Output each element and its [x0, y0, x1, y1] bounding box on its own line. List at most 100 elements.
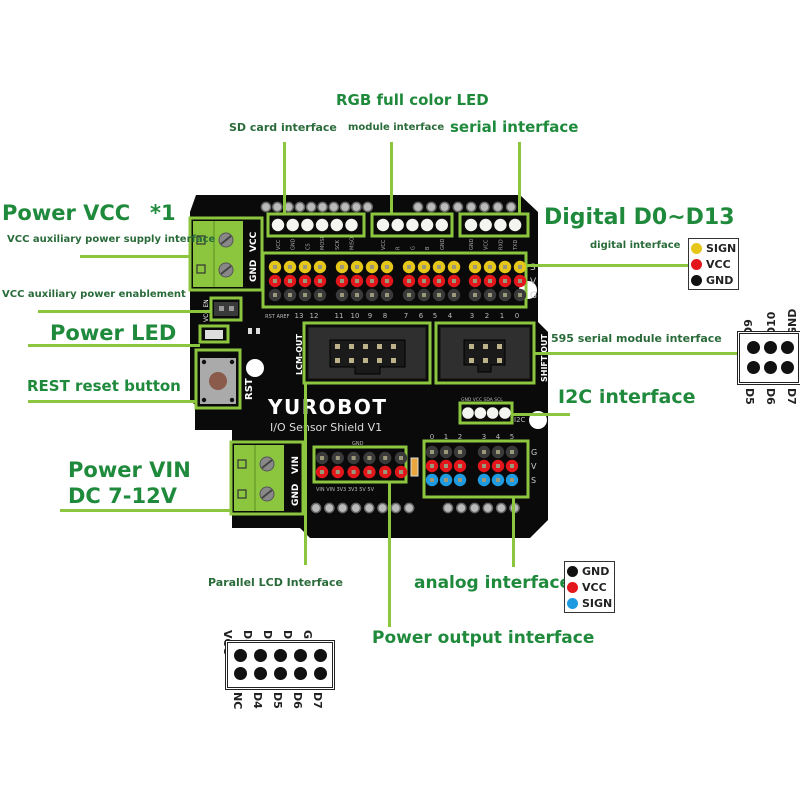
pad — [425, 201, 437, 213]
pad — [260, 201, 272, 213]
pin-square — [351, 470, 356, 474]
pad — [390, 502, 402, 514]
header-pin — [349, 358, 354, 363]
pin-square — [385, 279, 389, 283]
top-pad-row — [260, 201, 517, 213]
reset-button — [209, 372, 227, 390]
pin-square — [318, 279, 322, 283]
gnd-dot-icon — [691, 274, 702, 286]
pin-square — [518, 293, 522, 297]
header-pin — [462, 407, 474, 419]
pin-square — [482, 450, 486, 454]
callout-i2c: I2C interface — [558, 386, 696, 408]
pad — [323, 502, 335, 514]
leader-line — [518, 142, 521, 214]
legend-item: SIGN — [691, 240, 736, 256]
callout-shift-595: 595 serial module interface — [551, 332, 722, 345]
pin-label: VCC — [381, 239, 387, 250]
header-pin — [494, 218, 507, 232]
pad — [294, 201, 306, 213]
rgb-header-frame — [370, 212, 454, 238]
power-led — [205, 330, 223, 339]
pin-label: D6 — [764, 388, 777, 405]
svg-text:YUROBOT: YUROBOT — [267, 395, 388, 419]
pin-square — [473, 279, 477, 283]
pin-square — [273, 279, 277, 283]
sd-header-frame — [266, 212, 366, 238]
svg-text:I/O Sensor Shield V1: I/O Sensor Shield V1 — [270, 421, 382, 434]
pin-square — [407, 279, 411, 283]
pad — [403, 502, 415, 514]
pad — [495, 502, 507, 514]
pin-square — [518, 279, 522, 283]
pin-square — [351, 456, 356, 460]
pin-square — [340, 293, 344, 297]
pin-label: MISO — [350, 237, 356, 250]
callout-power-led: Power LED — [50, 321, 177, 345]
pin-square — [488, 279, 492, 283]
pin-label: GND — [440, 238, 446, 250]
svg-text:GND: GND — [352, 441, 364, 447]
pin-number: 11 — [335, 312, 344, 320]
pin-number: 9 — [368, 312, 372, 320]
pin-square — [503, 279, 507, 283]
header-pin — [464, 218, 478, 232]
pin-square — [488, 293, 492, 297]
header-pin — [435, 218, 448, 232]
pin-square — [482, 478, 486, 482]
callout-digital-sub: digital interface — [590, 240, 681, 251]
header-pin — [486, 407, 499, 419]
pin-square — [288, 279, 292, 283]
pin-square — [340, 279, 344, 283]
pad — [362, 201, 374, 213]
pad — [412, 201, 424, 213]
svg-text:LCM-OUT: LCM-OUT — [295, 333, 304, 375]
svg-text:SHIFT OUT: SHIFT OUT — [540, 334, 549, 382]
svg-text:VIN VIN 3V3 3V3 5V 5V: VIN VIN 3V3 3V3 5V 5V — [316, 487, 375, 493]
pin-square — [473, 293, 477, 297]
pin-square — [340, 265, 344, 269]
pin-square — [385, 293, 389, 297]
pin-square — [355, 265, 359, 269]
shift-connector-box — [737, 331, 800, 385]
callout-power-vin-dc: DC 7-12V — [68, 484, 177, 508]
pin-square — [367, 470, 372, 474]
pin-square — [452, 293, 456, 297]
pad — [469, 502, 480, 514]
leader-line — [526, 264, 688, 267]
pin-label: CS — [305, 243, 311, 250]
header-pin — [508, 218, 522, 232]
legend-label: GND — [706, 273, 734, 287]
header-pin — [335, 358, 340, 363]
pin-label: R — [396, 246, 402, 250]
pin-square — [288, 293, 292, 297]
pad — [363, 502, 375, 514]
callout-power-output: Power output interface — [372, 628, 595, 648]
pin-number: 2 — [485, 312, 489, 320]
header-pin — [483, 358, 488, 363]
svg-text:I2C: I2C — [514, 416, 526, 424]
callout-vcc-aux-supply: VCC auxiliary power supply interface — [7, 234, 216, 245]
leader-line — [28, 400, 196, 403]
callout-reset-button: REST reset button — [27, 377, 181, 395]
power-output-frame — [312, 445, 408, 484]
pad — [505, 201, 517, 213]
pin-label: D5 — [743, 388, 756, 405]
pin-number: 6 — [419, 312, 424, 320]
header-pin — [391, 344, 396, 349]
callout-power-vcc-note: *1 — [150, 201, 176, 225]
leader-line — [304, 383, 307, 565]
vin-terminal-frame — [229, 440, 305, 516]
pin-square — [273, 293, 277, 297]
legend-label: VCC — [582, 580, 607, 594]
pin-square — [458, 464, 462, 468]
header-pin — [301, 218, 314, 232]
header-pin — [315, 218, 329, 232]
analog-legend: GND VCC SIGN — [564, 561, 616, 613]
pin-square — [355, 293, 359, 297]
pad — [455, 502, 467, 514]
header-pin — [469, 358, 474, 363]
lcd-header-frame — [302, 321, 432, 385]
gnd-dot-icon — [567, 565, 578, 577]
pin-label: D7 — [785, 388, 798, 405]
